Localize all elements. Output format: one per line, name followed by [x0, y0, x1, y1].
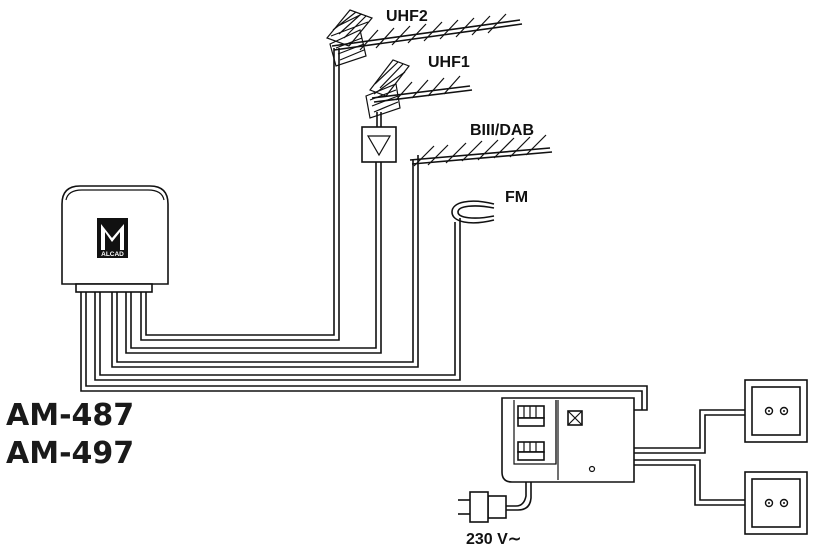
- coax-connector-icon: [764, 406, 789, 416]
- cable-biii-dab: [111, 155, 419, 368]
- fm-antenna: [451, 200, 495, 224]
- alcad-logo-text: ALCAD: [101, 251, 124, 258]
- power-supply-unit: [501, 397, 635, 483]
- preamplifier: [361, 126, 397, 163]
- cable-uhf2: [140, 48, 340, 341]
- label-fm: FM: [505, 189, 528, 206]
- uhf1-antenna: [365, 59, 473, 119]
- terminal-block-bottom: [517, 441, 545, 461]
- cable-to-socket-top: [634, 409, 745, 454]
- terminal-block-top: [517, 405, 545, 427]
- coax-connector-icon: [764, 498, 789, 508]
- cable-fm: [94, 218, 461, 381]
- biii-dab-antenna: [409, 134, 553, 167]
- amplifier-unit: ALCAD: [61, 185, 169, 293]
- led-indicator: [588, 465, 596, 473]
- label-uhf1: UHF1: [428, 54, 470, 71]
- fuse-icon: [567, 410, 583, 426]
- model-name-2: AM-497: [6, 436, 134, 471]
- cable-to-socket-bottom: [634, 459, 745, 506]
- cable-amplifier-to-psu: [80, 290, 648, 411]
- tv-socket-top: [744, 379, 808, 443]
- mains-plug-icon: [458, 482, 532, 523]
- label-biii-dab: BIII/DAB: [470, 122, 534, 139]
- model-name-1: AM-487: [6, 398, 134, 433]
- label-uhf2: UHF2: [386, 8, 428, 25]
- tv-socket-bottom: [744, 471, 808, 535]
- uhf2-antenna: [325, 9, 523, 67]
- alcad-logo: ALCAD: [97, 218, 128, 258]
- label-power: 230 V∼: [466, 531, 521, 548]
